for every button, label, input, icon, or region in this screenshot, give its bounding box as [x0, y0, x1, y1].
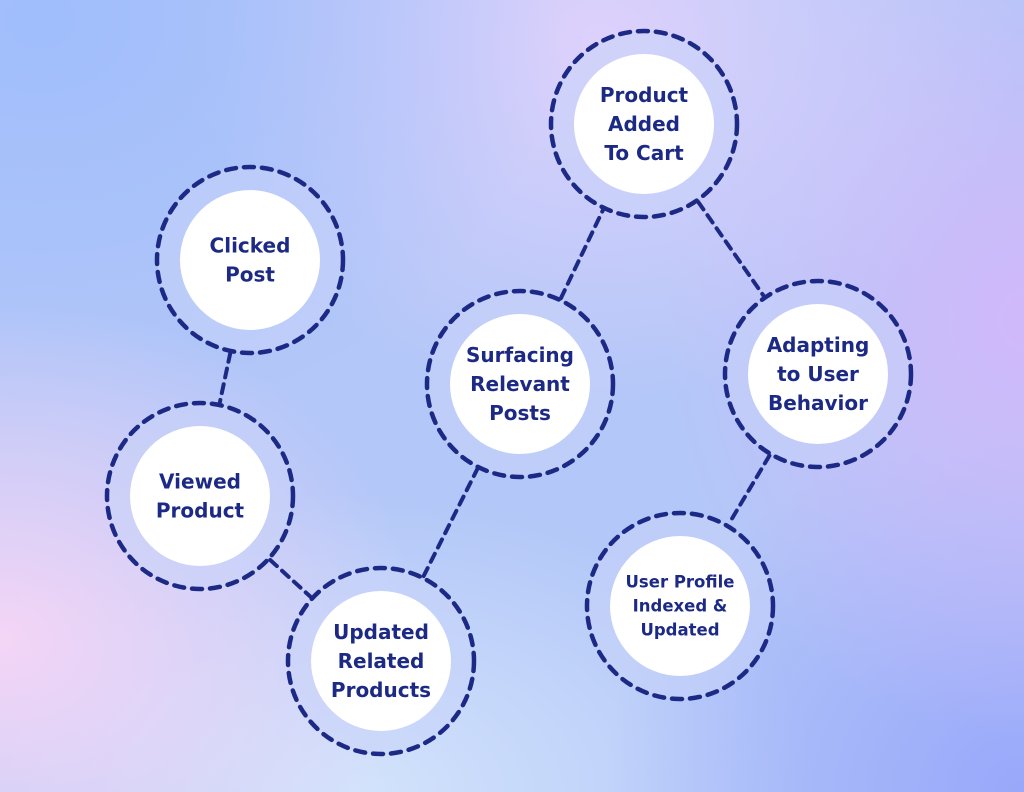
node-label-line: to User [777, 362, 859, 386]
node-label-line: Product [156, 499, 245, 523]
connector-adapting-to-user-behavior-to-user-profile-indexed-updated [726, 453, 772, 527]
node-label-line: User Profile [626, 573, 735, 592]
node-label-line: Relevant [470, 372, 570, 396]
node-core [450, 314, 590, 454]
connector-layer [217, 199, 772, 599]
node-label-line: Products [331, 678, 431, 702]
node-label-line: Posts [489, 401, 551, 425]
node-label-line: Post [225, 263, 275, 287]
node-label-line: Adapting [767, 333, 870, 357]
node-core [610, 536, 750, 676]
node-core [130, 426, 270, 566]
connector-surfacing-relevant-posts-to-product-added-to-cart [558, 207, 606, 301]
node-layer: ClickedPostViewedProductUpdatedRelatedPr… [104, 28, 914, 757]
node-label-line: Surfacing [466, 343, 574, 367]
node-label-line: Indexed & [633, 597, 728, 616]
node-core [180, 190, 320, 330]
node-label-line: Updated [640, 621, 719, 640]
connector-product-added-to-cart-to-adapting-to-user-behavior [696, 199, 766, 299]
node-label-line: Behavior [768, 391, 868, 415]
connector-viewed-product-to-updated-related-products [268, 558, 313, 599]
node-label-line: To Cart [604, 141, 684, 165]
node-core [311, 591, 451, 731]
node-core [574, 54, 714, 194]
node-label-line: Added [608, 112, 680, 136]
node-label-line: Updated [333, 620, 429, 644]
node-label-line: Viewed [159, 470, 241, 494]
connector-clicked-post-to-viewed-product [217, 350, 233, 406]
connector-updated-related-products-to-surfacing-relevant-posts [421, 466, 480, 579]
node-label-line: Clicked [210, 234, 291, 258]
node-core [748, 304, 888, 444]
node-label-line: Product [600, 83, 689, 107]
node-label-line: Related [338, 649, 425, 673]
